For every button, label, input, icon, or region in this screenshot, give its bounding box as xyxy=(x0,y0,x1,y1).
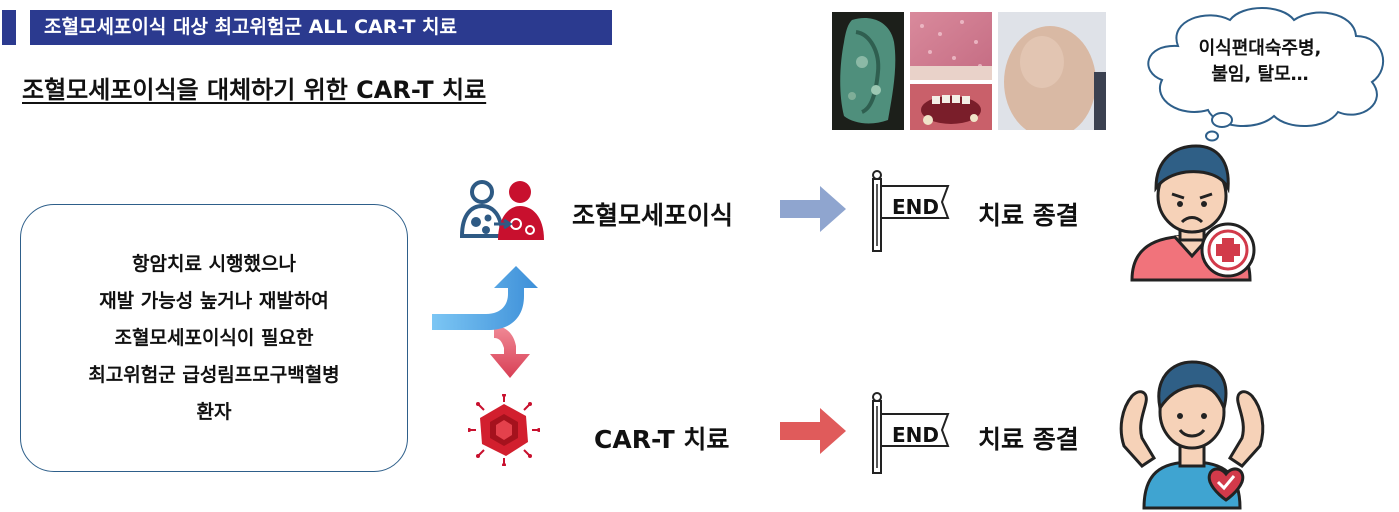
mouth-sores-photo xyxy=(910,84,992,130)
side-effects-text: 이식편대숙주병, 불임, 탈모… xyxy=(1165,36,1355,88)
side-effects-line-1: 이식편대숙주병, xyxy=(1198,38,1322,59)
patient-line-4: 최고위험군 급성림프모구백혈병 xyxy=(88,363,340,386)
patient-line-2: 재발 가능성 높거나 재발하여 xyxy=(99,289,329,312)
stem-cell-transplant-icon xyxy=(459,180,544,240)
branch-arrows xyxy=(432,266,538,378)
car-t-cell-icon xyxy=(468,394,540,466)
treatment-label-transplant: 조혈모세포이식 xyxy=(572,201,734,230)
outcome-label-cart: 치료 종결 xyxy=(978,425,1079,454)
end-flag-cart xyxy=(872,392,950,474)
sick-patient-icon xyxy=(1130,144,1256,282)
healthy-person-icon xyxy=(1119,360,1265,510)
lung-tissue-photo xyxy=(832,12,904,130)
patient-line-1: 항암치료 시행했으나 xyxy=(132,252,296,275)
hair-loss-photo xyxy=(998,12,1106,130)
end-flag-text-cart: END xyxy=(892,423,940,447)
side-effects-line-2: 불임, 탈모… xyxy=(1211,64,1309,85)
header-title: 조혈모세포이식 대상 최고위험군 ALL CAR-T 치료 xyxy=(30,10,612,45)
skin-rash-photo xyxy=(910,12,992,80)
up-branch-arrow xyxy=(432,266,538,330)
outcome-label-transplant: 치료 종결 xyxy=(978,201,1079,230)
end-flag-text-transplant: END xyxy=(892,195,940,219)
header-accent-bar xyxy=(2,10,16,45)
page-subtitle: 조혈모세포이식을 대체하기 위한 CAR-T 치료 xyxy=(22,76,487,104)
down-branch-arrow xyxy=(490,326,530,378)
arrow-transplant xyxy=(780,186,846,232)
thought-bubble xyxy=(1138,6,1396,146)
end-flag-transplant xyxy=(872,170,950,252)
patient-line-3: 조혈모세포이식이 필요한 xyxy=(114,326,314,349)
patient-description-box: 항암치료 시행했으나 재발 가능성 높거나 재발하여 조혈모세포이식이 필요한 … xyxy=(20,204,408,472)
patient-line-5: 환자 xyxy=(196,400,232,423)
treatment-label-cart: CAR-T 치료 xyxy=(594,425,730,454)
arrow-cart xyxy=(780,408,846,454)
